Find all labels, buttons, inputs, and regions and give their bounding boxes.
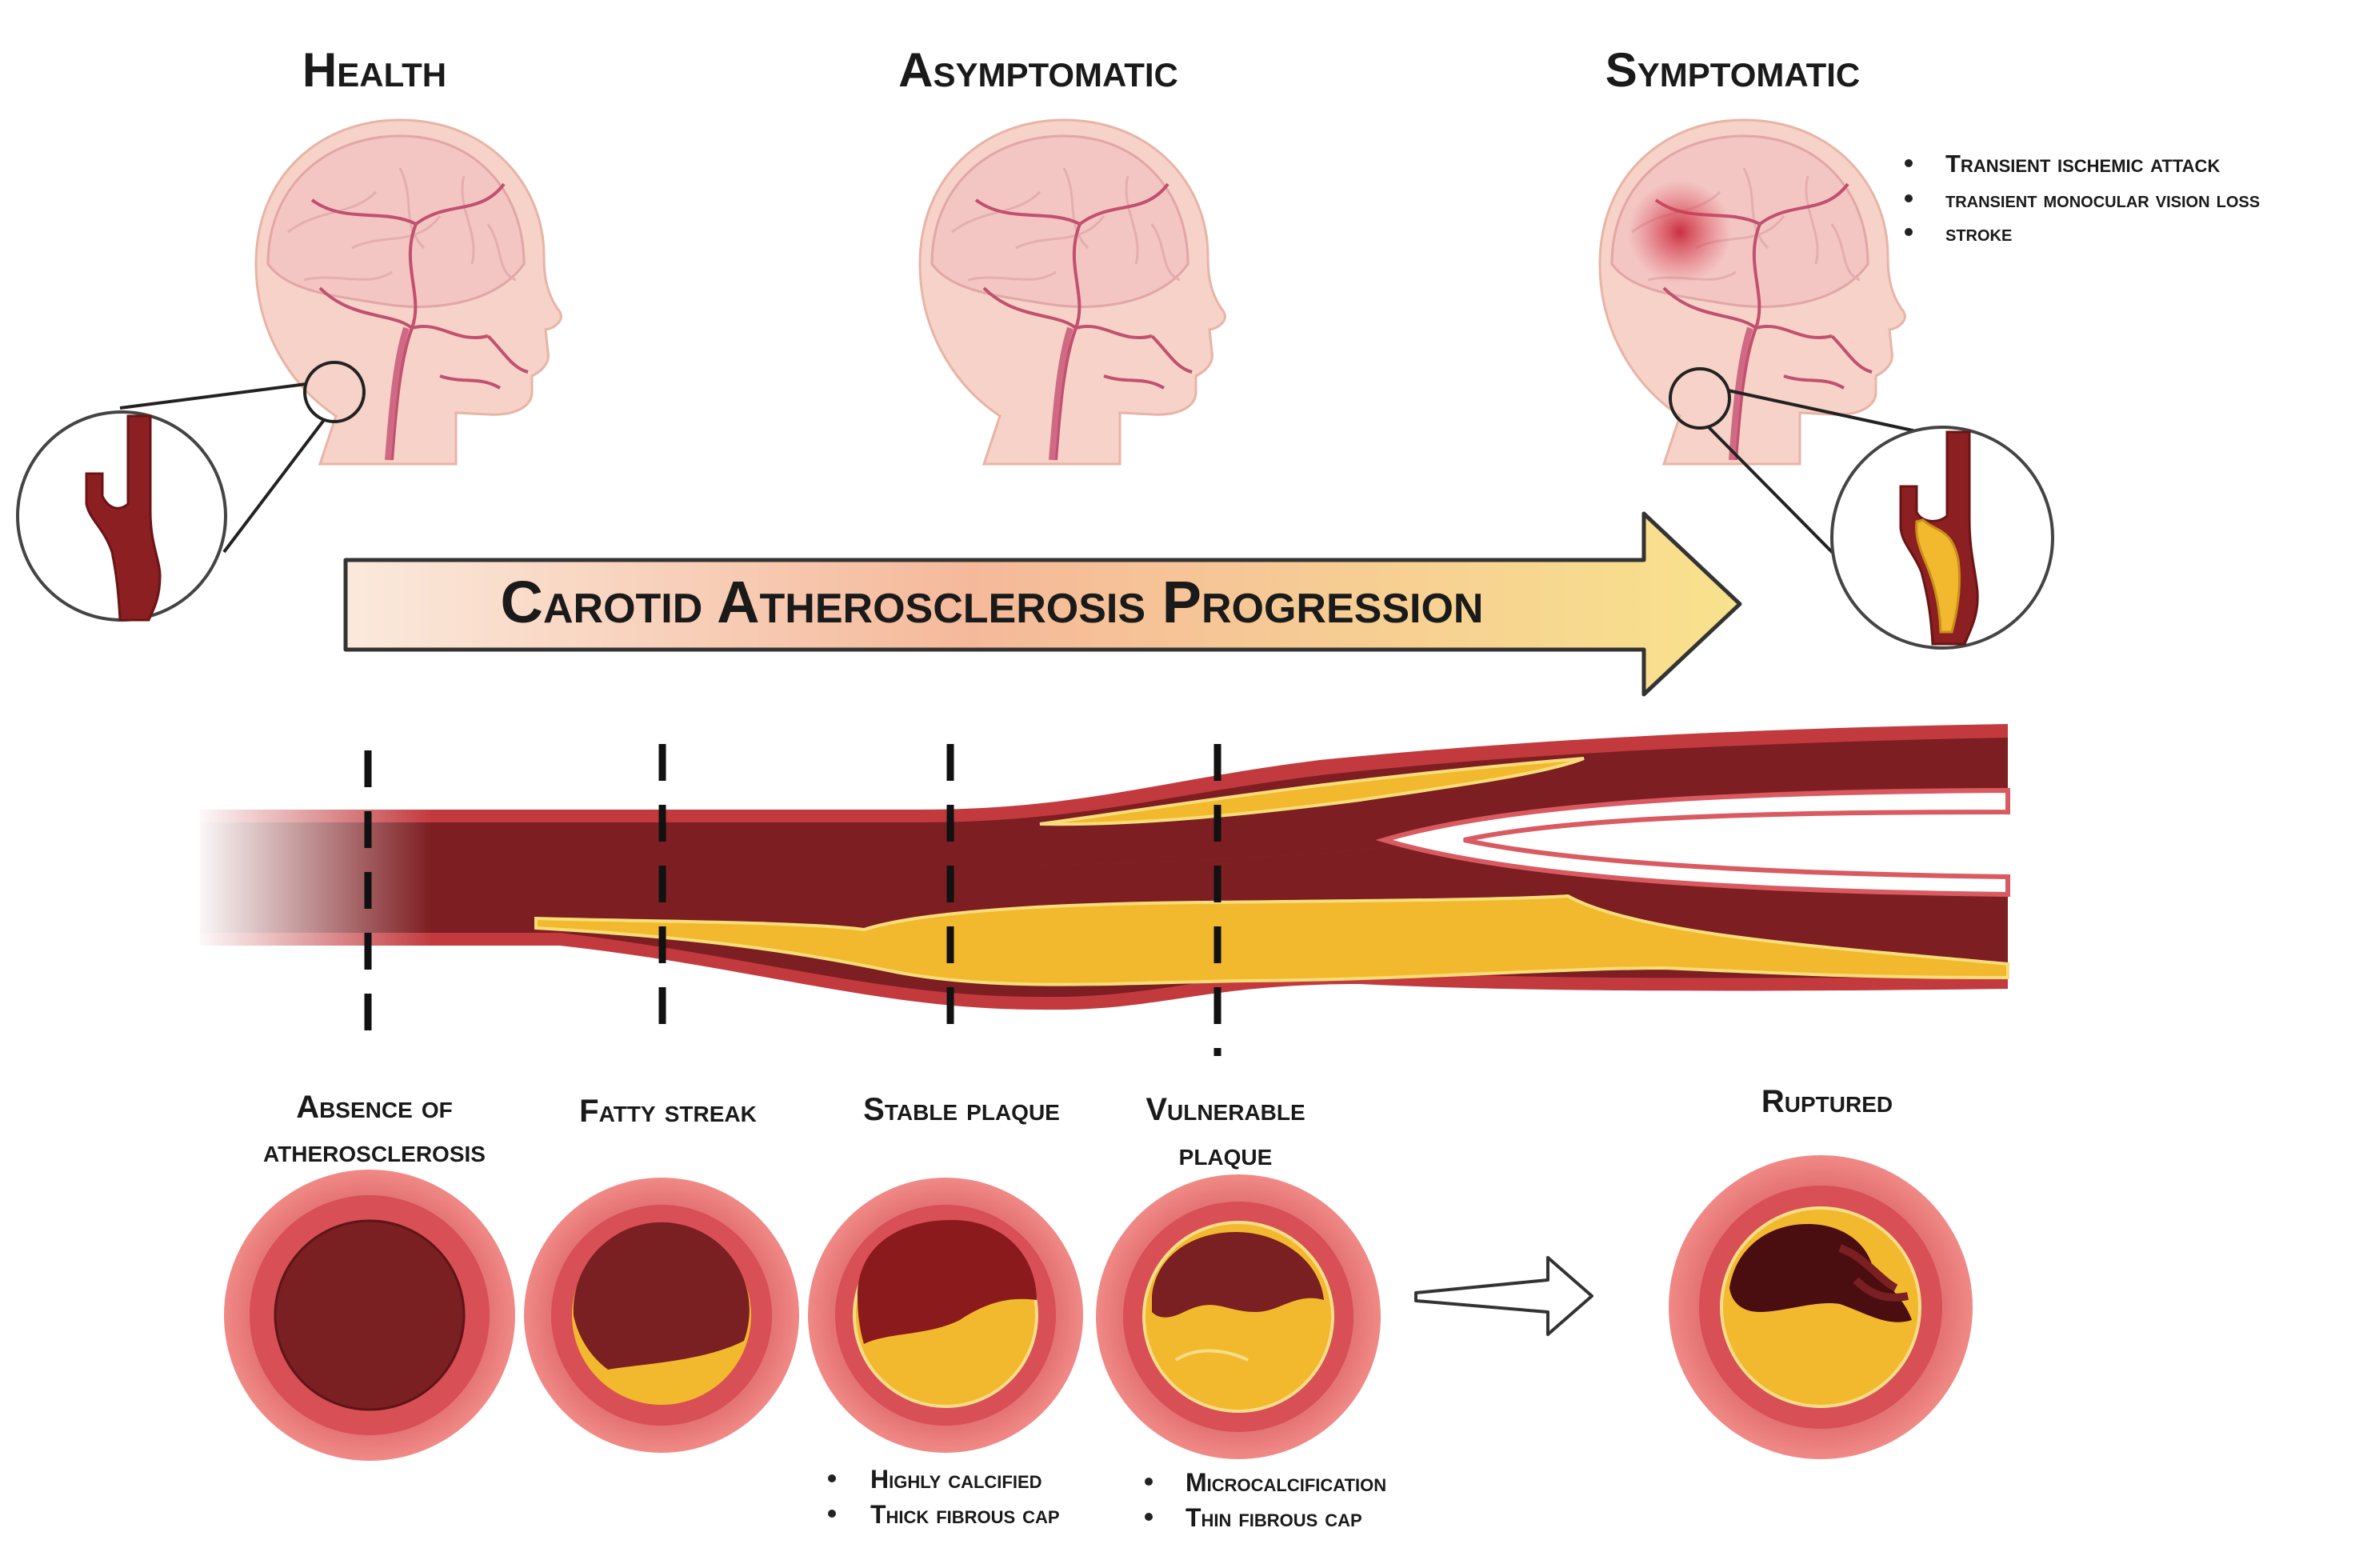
stage-marker-lines	[364, 744, 1221, 1056]
cross-section-ruptured	[1669, 1155, 1973, 1459]
progression-arrow: Carotid Atherosclerosis Progression	[343, 511, 1742, 697]
label-absence-line1: Absence of	[296, 1090, 453, 1125]
transition-arrow-icon	[1414, 1256, 1593, 1336]
upper-plaque	[1039, 757, 1585, 826]
bullet-icon	[1905, 159, 1913, 167]
symptom-list: Transient ischemic attack transient mono…	[1905, 150, 2260, 246]
progression-title: Carotid Atherosclerosis Progression	[501, 569, 1484, 635]
label-fatty-streak: Fatty streak	[579, 1094, 757, 1129]
head-illustration-asymptomatic	[920, 120, 1225, 464]
plaque-in-zoom	[1915, 518, 1961, 634]
note-item: Highly calcified	[870, 1465, 1042, 1494]
label-vulnerable-line2: plaque	[1179, 1137, 1273, 1172]
note-item: Thick fibrous cap	[870, 1500, 1060, 1529]
label-absence-line2: atherosclerosis	[263, 1134, 486, 1169]
label-stable-plaque: Stable plaque	[863, 1092, 1060, 1127]
bullet-icon	[828, 1474, 836, 1482]
artery-longitudinal-section	[192, 724, 2010, 1010]
lower-plaque	[534, 894, 2009, 986]
symptom-item: Transient ischemic attack	[1945, 150, 2220, 178]
symptom-item: stroke	[1945, 221, 2012, 246]
cross-section-stable-plaque	[808, 1178, 1083, 1453]
bullet-icon	[828, 1510, 836, 1518]
cross-section-fatty-streak	[524, 1178, 799, 1453]
bullet-icon	[1905, 228, 1913, 236]
zoom-callout-diseased	[1669, 367, 2054, 650]
vulnerable-plaque-notes: Microcalcification Thin fibrous cap	[1145, 1468, 1386, 1532]
cross-section-absence	[224, 1170, 515, 1461]
bullet-icon	[1905, 194, 1913, 202]
stage-title-asymptomatic: Asymptomatic	[898, 43, 1178, 97]
stable-plaque-notes: Highly calcified Thick fibrous cap	[828, 1465, 1060, 1529]
note-item: Thin fibrous cap	[1185, 1503, 1362, 1532]
stage-title-health: Health	[302, 43, 446, 97]
bullet-icon	[1145, 1478, 1153, 1486]
zoom-callout-healthy	[16, 361, 366, 622]
label-vulnerable-line1: Vulnerable	[1146, 1092, 1305, 1127]
healthy-artery-shape	[85, 414, 162, 622]
stroke-lesion-spot	[1628, 180, 1732, 284]
symptom-item: transient monocular vision loss	[1945, 187, 2260, 213]
cross-section-vulnerable-plaque	[1096, 1174, 1381, 1459]
bullet-icon	[1145, 1513, 1153, 1521]
label-ruptured: Ruptured	[1761, 1084, 1893, 1119]
head-illustration-health	[256, 120, 561, 464]
stage-title-symptomatic: Symptomatic	[1605, 43, 1860, 97]
head-illustration-symptomatic	[1600, 120, 1905, 464]
note-item: Microcalcification	[1185, 1468, 1386, 1497]
